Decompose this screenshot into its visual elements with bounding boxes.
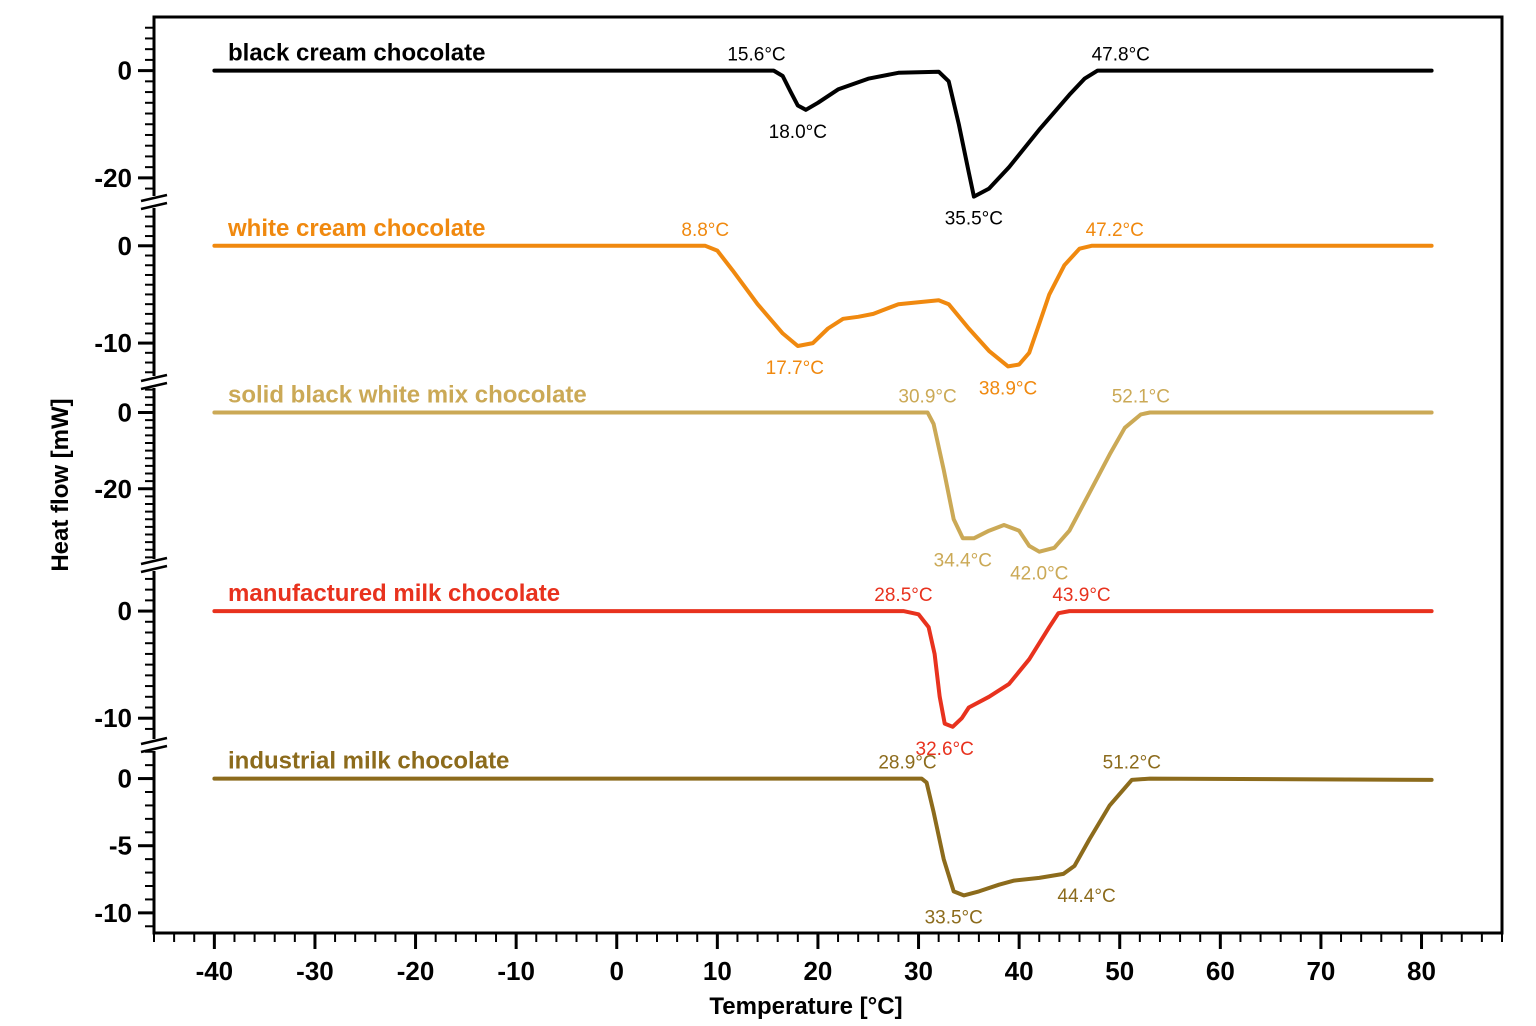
panel-3: 0 -20 solid black white mix chocolate 30.9°… [94,382,1434,585]
y-tick-label: -5 [109,831,132,861]
y-tick-label: 0 [118,596,132,626]
annotation-label: 32.6°C [916,739,974,760]
axis-break-mark [140,564,168,574]
annotation-label: 47.8°C [1092,45,1150,66]
annotation-label: 43.9°C [1052,585,1110,606]
axis-break-mark [140,744,168,754]
y-tick-label: 0 [118,231,132,261]
x-tick-label: 50 [1105,956,1134,986]
series-line [212,776,1434,898]
x-tick-label: 30 [904,956,933,986]
y-tick-label: -10 [94,898,132,928]
panel-4: 0 -10 manufactured milk chocolate 28.5°C 32.… [94,577,1434,760]
axis-break-mark [140,373,168,383]
axis-break-mark [140,556,168,566]
x-tick-label: 0 [610,956,624,986]
annotation-label: 34.4°C [934,550,992,571]
annotation-label: 38.9°C [979,378,1037,399]
x-tick-label: -10 [497,956,535,986]
annotation-label: 8.8°C [681,220,729,241]
x-tick-label: 40 [1005,956,1034,986]
panel-2: 0 -10 white cream chocolate 8.8°C 17.7°C 38.9… [94,215,1434,399]
plot-frame [152,15,1504,935]
x-axis: -40 -30 -20 -10 0 10 20 30 40 50 60 70 80 [153,933,1503,986]
annotation-label: 15.6°C [727,45,785,66]
series-label: manufactured milk chocolate [228,580,560,607]
series-panels: 0 -20 black cream chocolate 15.6°C 18.0°C 35.… [94,26,1434,928]
y-axis-title: Heat flow [mW] [47,398,74,571]
axis-break-mark [140,381,168,391]
series-label: solid black white mix chocolate [228,382,587,409]
x-tick-label: 20 [803,956,832,986]
series-line [212,68,1434,199]
series-line [212,609,1434,729]
axis-break-gap [151,559,157,571]
x-tick-label: 60 [1206,956,1235,986]
axis-break-gap [151,739,157,751]
annotation-label: 28.5°C [874,585,932,606]
y-tick-label: 0 [118,764,132,794]
y-tick-label: -20 [94,163,132,193]
annotation-label: 30.9°C [898,387,956,408]
x-tick-label: -30 [296,956,334,986]
x-tick-label: 70 [1306,956,1335,986]
series-label: white cream chocolate [227,215,485,242]
y-tick-label: 0 [118,56,132,86]
x-tick-label: 10 [703,956,732,986]
x-tick-label: -20 [397,956,435,986]
y-tick-label: -10 [94,328,132,358]
y-tick-label: -10 [94,703,132,733]
annotation-label: 42.0°C [1010,564,1068,585]
series-label: black cream chocolate [228,40,485,67]
annotation-label: 33.5°C [925,907,983,928]
panel-1: 0 -20 black cream chocolate 15.6°C 18.0°C 35.… [94,26,1434,230]
annotation-label: 51.2°C [1103,753,1161,774]
axis-break-mark [140,193,168,203]
axis-break-mark [140,201,168,211]
axis-break-gap [151,196,157,208]
x-axis-title: Temperature [°C] [709,993,902,1020]
x-tick-label: -40 [196,956,234,986]
series-label: industrial milk chocolate [228,748,509,775]
y-tick-label: 0 [118,398,132,428]
annotation-label: 44.4°C [1057,886,1115,907]
annotation-label: 35.5°C [945,209,1003,230]
axis-break-mark [140,736,168,746]
y-tick-label: -20 [94,474,132,504]
series-line [212,410,1434,554]
annotation-label: 18.0°C [769,122,827,143]
annotation-label: 17.7°C [766,358,824,379]
axis-break-gap [151,376,157,388]
series-line [212,243,1434,369]
panel-5: 0 -5 -10 industrial milk chocolate 28.9°C 33.… [94,748,1434,928]
annotation-label: 52.1°C [1112,387,1170,408]
x-tick-label: 80 [1407,956,1436,986]
annotation-label: 47.2°C [1086,220,1144,241]
annotation-label: 28.9°C [878,753,936,774]
